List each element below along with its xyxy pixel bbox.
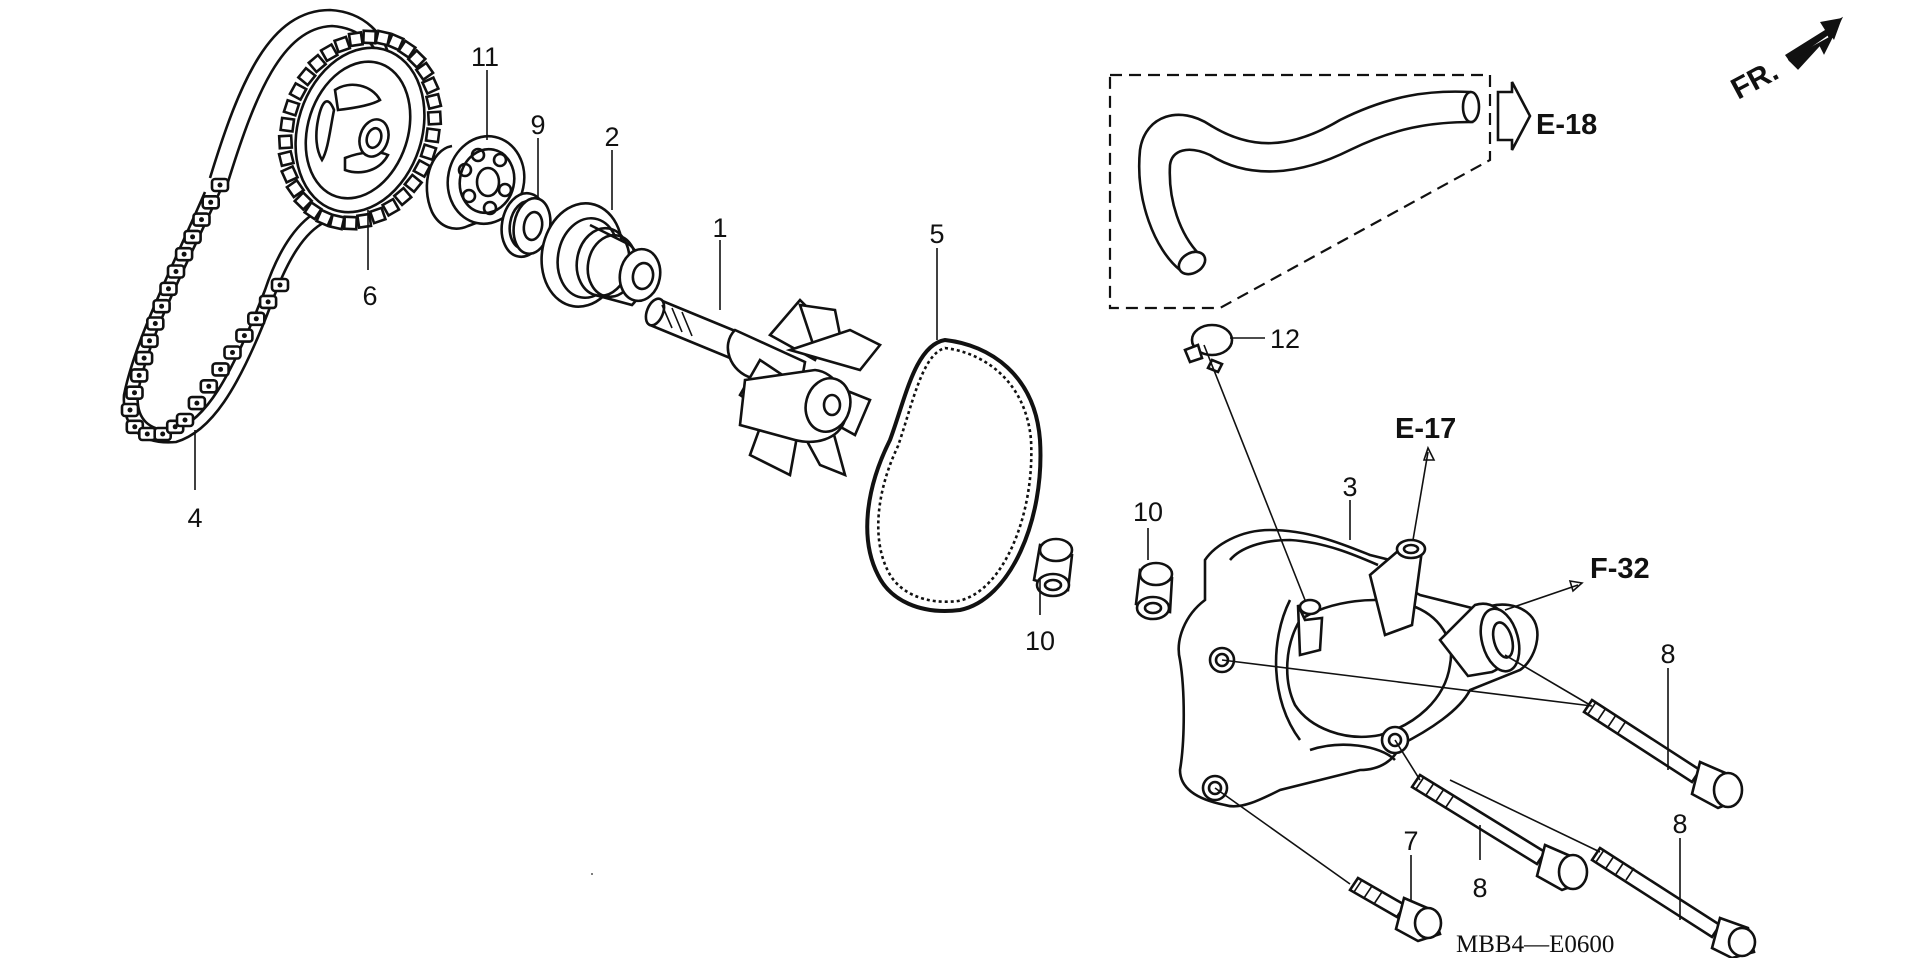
bolt-8-upper-right[interactable] [1582,698,1744,810]
drawing-code: MBB4—E0600 [1456,931,1614,958]
front-direction-indicator: FR. [1726,16,1844,106]
dowel-pin-upper[interactable] [1032,537,1074,598]
label-part-1: 1 [712,213,727,243]
ref-f32: F-32 [1590,553,1650,585]
label-part-8-c: 8 [1672,809,1687,839]
label-part-6: 6 [362,281,377,311]
label-part-10-a: 10 [1133,497,1163,527]
reference-labels: E-18 E-17 F-32 [1395,109,1650,585]
bolt-7[interactable] [1348,876,1443,943]
o-ring[interactable] [865,337,1043,613]
label-part-8-a: 8 [1660,639,1675,669]
hose-group [1108,73,1532,310]
label-part-10-b: 10 [1025,626,1055,656]
label-part-9: 9 [530,110,545,140]
label-part-11: 11 [471,42,499,72]
drive-chain[interactable] [120,8,392,444]
cam-sprocket[interactable] [275,29,445,231]
pump-shaft-impeller[interactable] [642,296,883,478]
label-part-3: 3 [1342,472,1357,502]
label-part-5: 5 [929,219,944,249]
ref-e17: E-17 [1395,413,1456,445]
part-number-labels: 1 2 3 4 5 6 7 8 8 8 8 9 10 10 11 12 [187,42,1687,903]
label-part-12: 12 [1270,324,1300,354]
coolant-hose [1137,90,1474,272]
label-part-2: 2 [604,122,619,152]
dowel-pin-lower[interactable] [1134,561,1174,621]
e18-arrow-icon [1496,81,1532,151]
bolt-8-middle[interactable] [1410,773,1589,892]
ref-e18: E-18 [1536,109,1597,141]
front-label: FR. [1726,54,1784,106]
front-arrow-icon [1785,18,1842,62]
label-part-8-b: 8 [1472,873,1487,903]
bolt-8-lower-right[interactable] [1590,846,1757,958]
hose-clamp[interactable] [1183,323,1234,374]
label-part-7: 7 [1403,826,1418,856]
bearing[interactable] [425,129,532,231]
leader-lines [194,70,1681,920]
label-part-4: 4 [187,503,202,533]
water-pump-cover[interactable] [1177,528,1539,808]
mechanical-seal[interactable] [534,197,665,313]
